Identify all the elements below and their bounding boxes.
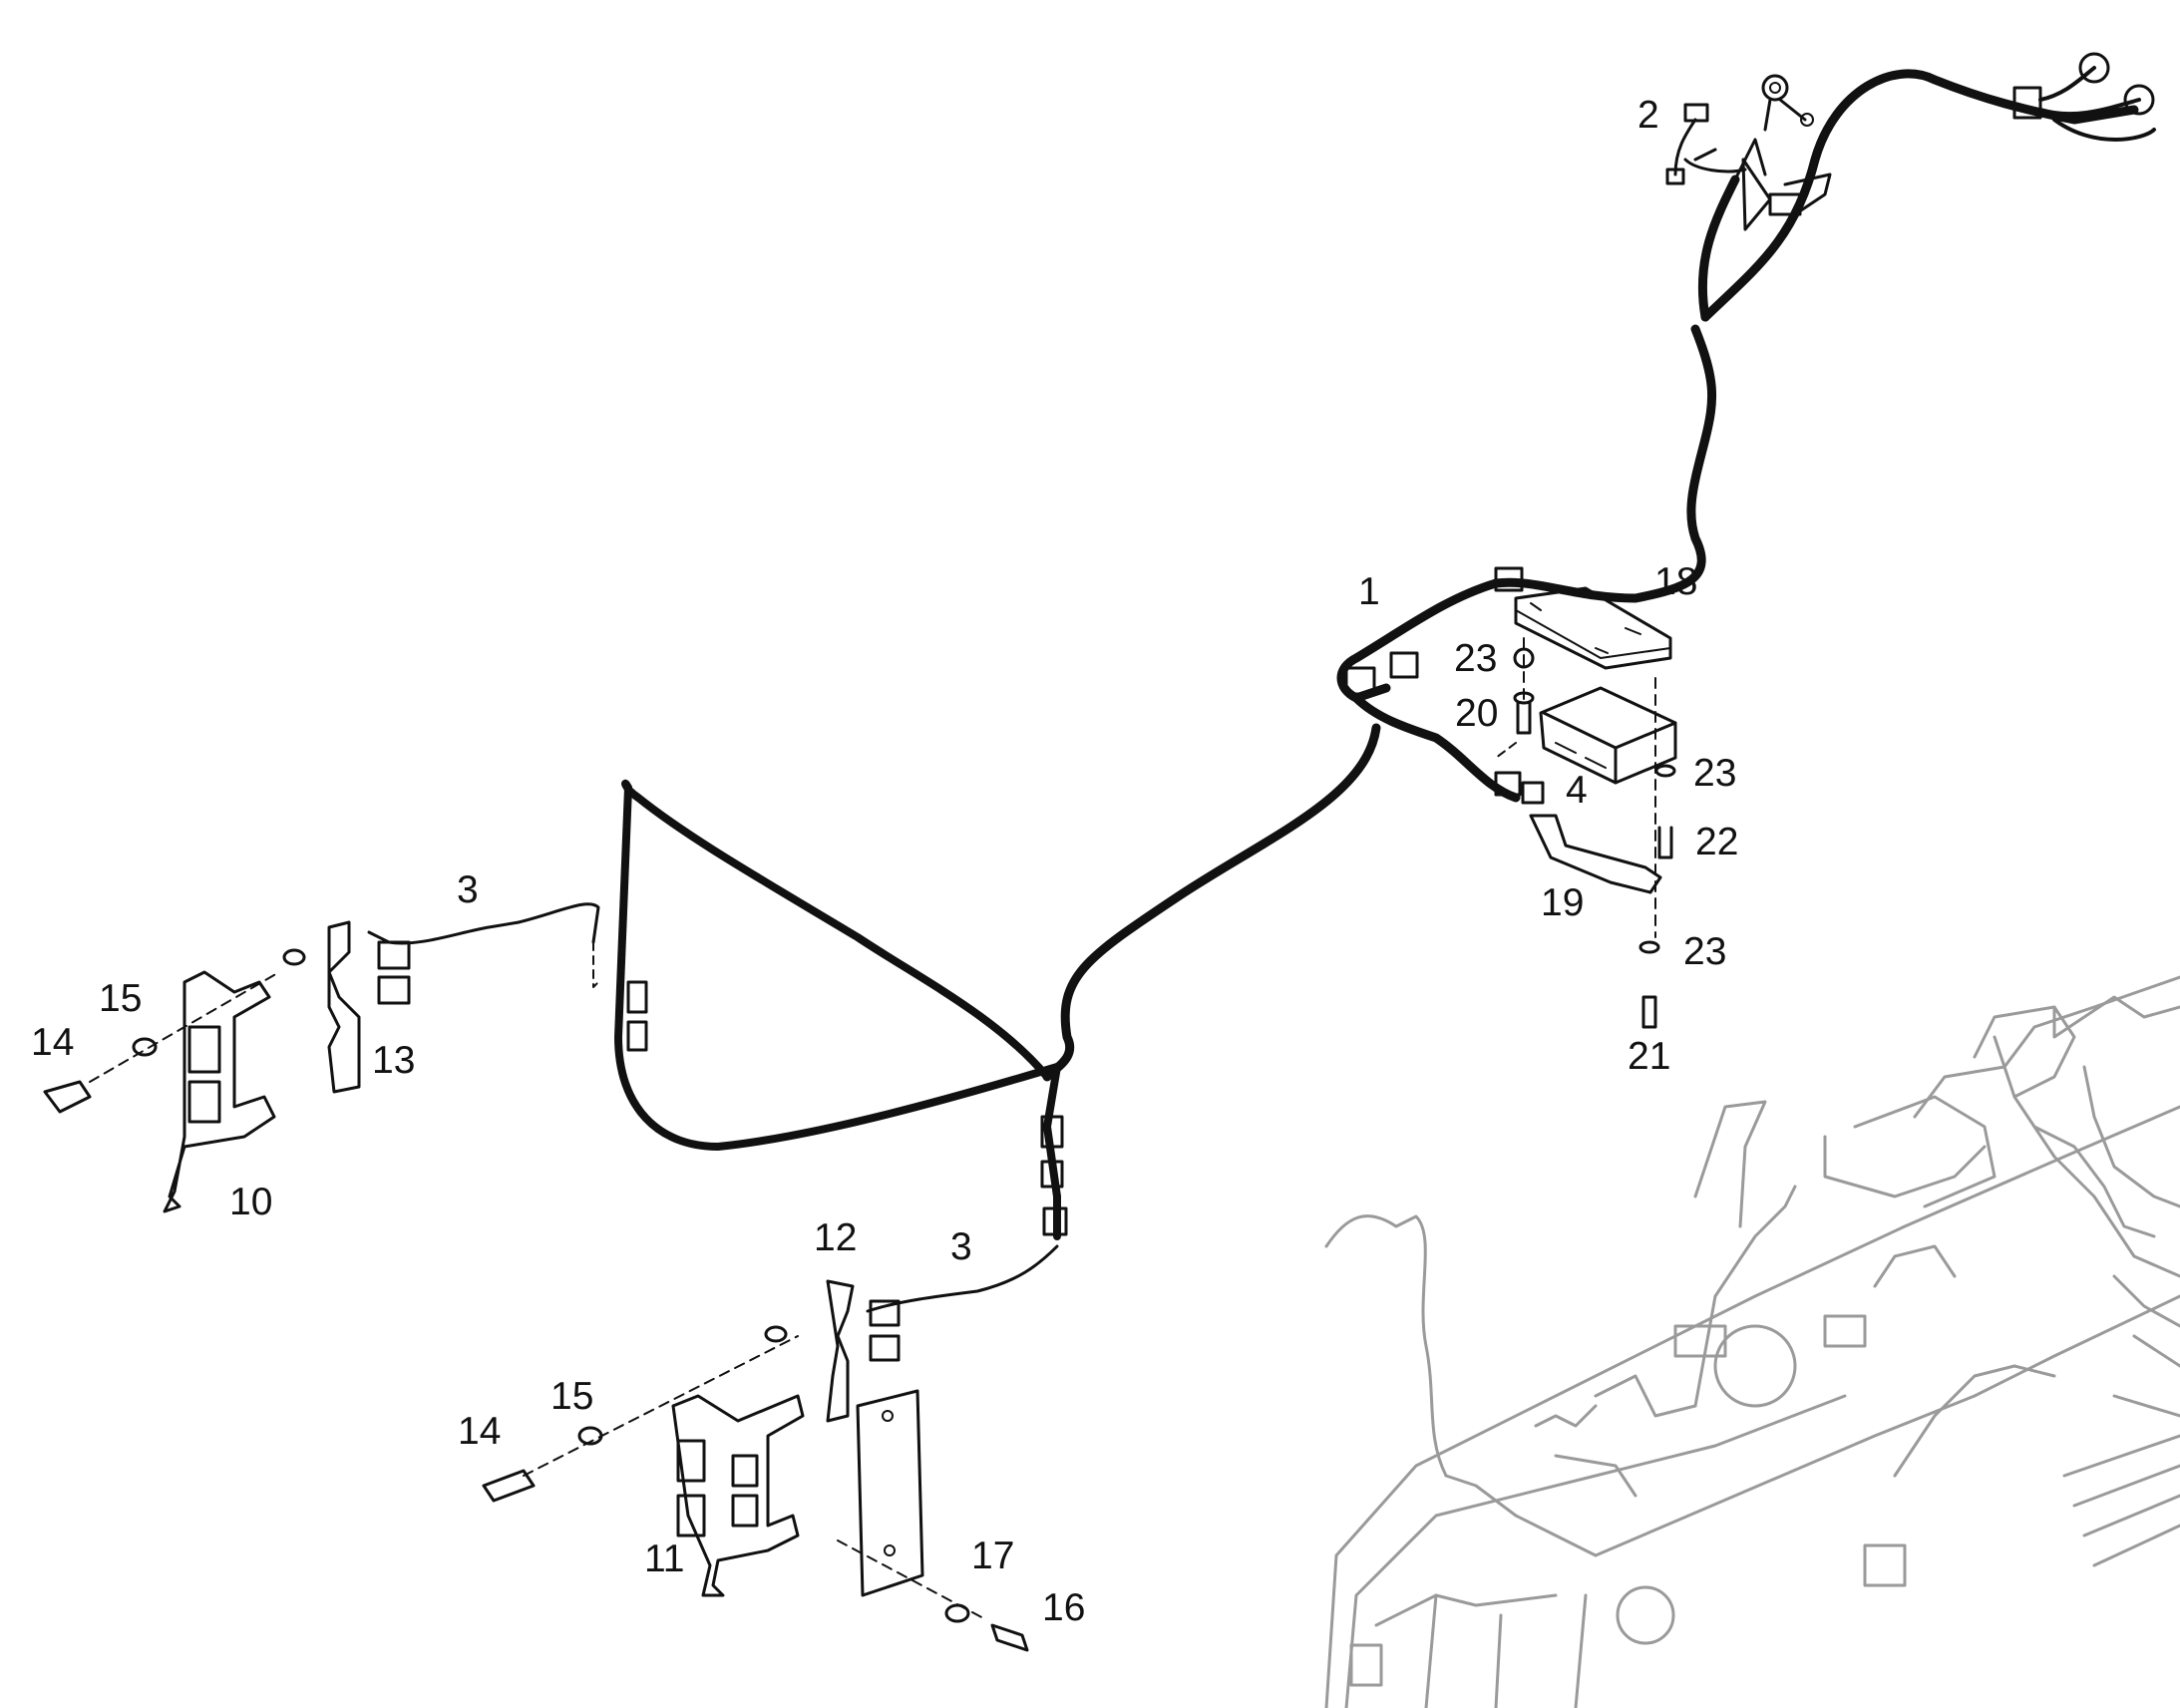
callout-18: 18: [1654, 560, 1697, 603]
callout-20: 20: [1455, 692, 1498, 735]
callout-13: 13: [372, 1039, 415, 1082]
callout-1: 1: [1358, 570, 1380, 613]
callout-15: 15: [99, 977, 142, 1020]
callout-2: 2: [1637, 94, 1659, 137]
callout-17: 17: [971, 1535, 1014, 1577]
callout-14: 14: [31, 1021, 74, 1064]
wiring-harness: [614, 52, 2156, 1240]
callout-12: 12: [814, 1216, 857, 1259]
callout-11: 11: [644, 1537, 685, 1580]
callout-16: 16: [1042, 1586, 1085, 1629]
callout-3: 3: [950, 1225, 972, 1268]
bracket-group-lower: [482, 1244, 1059, 1652]
callout-14: 14: [458, 1410, 501, 1453]
callout-23: 23: [1454, 637, 1497, 680]
control-unit-assembly: [1495, 586, 1677, 1029]
callout-15: 15: [550, 1375, 593, 1418]
callout-22: 22: [1695, 821, 1738, 863]
callout-4: 4: [1566, 769, 1588, 812]
callout-labels: 1 2 3 3 4 10 11 12 13 14 14 15 15 16 17 …: [31, 94, 1738, 1629]
callout-3: 3: [457, 868, 479, 911]
callout-23: 23: [1693, 752, 1736, 795]
callout-23: 23: [1683, 930, 1726, 973]
bracket-group-upper: [43, 902, 600, 1213]
callout-10: 10: [229, 1181, 272, 1223]
callout-21: 21: [1628, 1035, 1670, 1078]
machine-outline: [1324, 975, 2180, 1708]
callout-19: 19: [1541, 881, 1584, 924]
sub-harness-2: [1665, 74, 1832, 231]
